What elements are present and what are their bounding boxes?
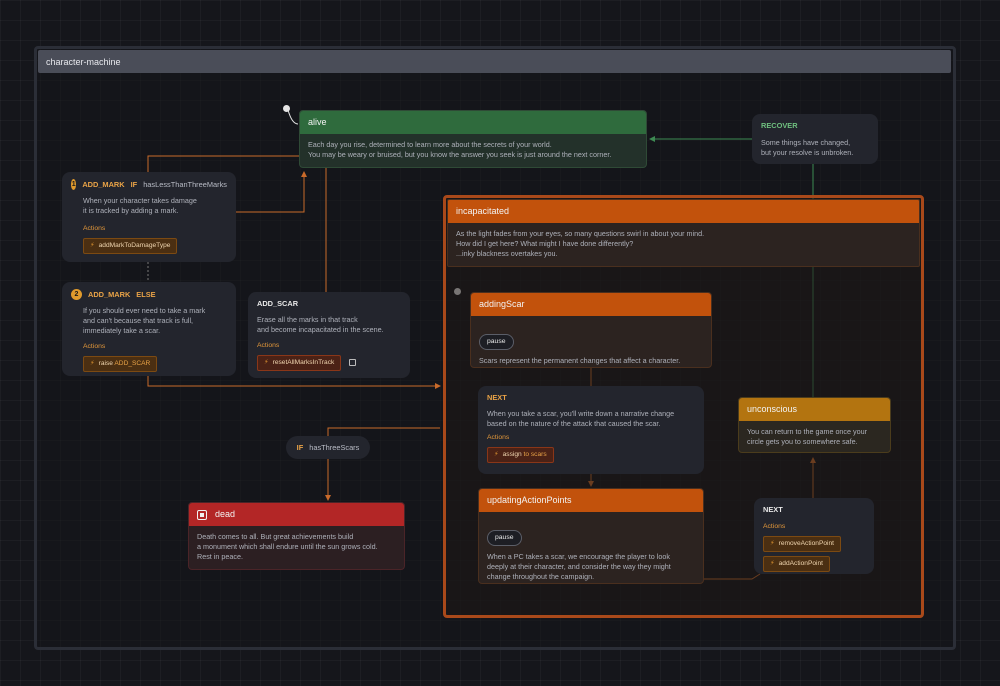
tag-pause: pause: [479, 334, 514, 350]
machine-title: character-machine: [38, 50, 951, 73]
transition-next-action-points[interactable]: NEXT Actions ⚡removeActionPoint ⚡addActi…: [754, 498, 874, 574]
state-adding-scar-description: Scars represent the permanent changes th…: [479, 356, 681, 365]
actions-label: Actions: [83, 343, 106, 350]
action-raise-add-scar[interactable]: ⚡raise ADD_SCAR: [83, 356, 158, 372]
transition-add-mark-2-description: If you should ever need to take a mark a…: [83, 306, 206, 335]
state-alive-title: alive: [300, 111, 646, 134]
guard-keyword: IF: [130, 179, 138, 189]
actions-label: Actions: [257, 342, 280, 349]
transition-add-mark-2-event: ADD_MARK: [88, 289, 131, 299]
transition-recover-event: RECOVER: [761, 121, 798, 130]
guard-name: hasLessThanThreeMarks: [143, 179, 227, 189]
guard-name: hasThreeScars: [309, 443, 360, 452]
transition-add-scar-description: Erase all the marks in that track and be…: [257, 315, 384, 334]
state-dead-description: Death comes to all. But great achievemen…: [197, 532, 378, 561]
transition-add-mark-1-event: ADD_MARK: [82, 179, 125, 189]
actions-label: Actions: [487, 434, 510, 441]
state-dead-title: dead: [189, 503, 404, 526]
action-reset-all-marks-in-track[interactable]: ⚡resetAllMarksInTrack: [257, 355, 342, 371]
guard-keyword: ELSE: [136, 289, 156, 299]
state-dead[interactable]: dead Death comes to all. But great achie…: [188, 502, 405, 570]
transition-next-action-points-event: NEXT: [763, 505, 783, 514]
state-unconscious-title: unconscious: [739, 398, 890, 421]
state-unconscious[interactable]: unconscious You can return to the game o…: [738, 397, 891, 453]
state-incapacitated-description: As the light fades from your eyes, so ma…: [456, 229, 705, 258]
state-updating-action-points-title: updatingActionPoints: [479, 489, 703, 512]
transition-next-scar-description: When you take a scar, you'll write down …: [487, 409, 675, 428]
state-alive-description: Each day you rise, determined to learn m…: [308, 140, 612, 159]
transition-add-mark-1[interactable]: 1 ADD_MARK IF hasLessThanThreeMarks When…: [62, 172, 236, 262]
state-adding-scar-body: pause Scars represent the permanent chan…: [471, 316, 711, 367]
bolt-icon: ⚡: [770, 540, 775, 547]
final-state-icon: [197, 509, 207, 520]
action-add-action-point[interactable]: ⚡addActionPoint: [763, 556, 830, 572]
guard-keyword: IF: [296, 443, 304, 452]
state-incapacitated-title: incapacitated: [448, 200, 919, 223]
state-adding-scar-title: addingScar: [471, 293, 711, 316]
transition-next-scar[interactable]: NEXT When you take a scar, you'll write …: [478, 386, 704, 474]
transition-add-scar-event: ADD_SCAR: [257, 299, 299, 308]
state-unconscious-description: You can return to the game once your cir…: [747, 427, 868, 446]
tag-pause: pause: [487, 530, 522, 546]
edit-icon[interactable]: [349, 358, 357, 366]
action-assign-to-scars[interactable]: ⚡assign to scars: [487, 447, 554, 463]
state-updating-action-points[interactable]: updatingActionPoints pause When a PC tak…: [478, 488, 704, 584]
state-alive[interactable]: alive Each day you rise, determined to l…: [299, 110, 647, 168]
transition-add-mark-2-head: 2 ADD_MARK ELSE: [71, 289, 227, 300]
transition-add-scar[interactable]: ADD_SCAR Erase all the marks in that tra…: [248, 292, 410, 378]
state-updating-action-points-body: pause When a PC takes a scar, we encoura…: [479, 512, 703, 583]
transition-has-three-scars[interactable]: IF hasThreeScars: [286, 436, 370, 459]
transition-index-badge: 1: [71, 179, 77, 190]
bolt-icon: ⚡: [770, 560, 775, 567]
actions-label: Actions: [763, 523, 786, 530]
transition-index-badge: 2: [71, 289, 82, 300]
transition-add-mark-1-head: 1 ADD_MARK IF hasLessThanThreeMarks: [71, 179, 227, 190]
bolt-icon: ⚡: [264, 359, 269, 366]
transition-add-mark-1-description: When your character takes damage it is t…: [83, 196, 197, 215]
bolt-icon: ⚡: [494, 451, 499, 458]
actions-label: Actions: [83, 225, 106, 232]
action-add-mark-to-damage-type[interactable]: ⚡addMarkToDamageType: [83, 238, 178, 254]
initial-state-marker: [283, 105, 290, 112]
state-adding-scar[interactable]: addingScar pause Scars represent the per…: [470, 292, 712, 368]
state-updating-action-points-description: When a PC takes a scar, we encourage the…: [487, 552, 671, 581]
transition-next-scar-event: NEXT: [487, 393, 507, 402]
transition-recover[interactable]: RECOVER Some things have changed, but yo…: [752, 114, 878, 164]
transition-recover-description: Some things have changed, but your resol…: [761, 138, 854, 157]
state-incapacitated[interactable]: incapacitated As the light fades from yo…: [447, 199, 920, 267]
transition-add-mark-2[interactable]: 2 ADD_MARK ELSE If you should ever need …: [62, 282, 236, 376]
bolt-icon: ⚡: [90, 242, 95, 249]
action-remove-action-point[interactable]: ⚡removeActionPoint: [763, 536, 841, 552]
bolt-icon: ⚡: [90, 360, 95, 367]
